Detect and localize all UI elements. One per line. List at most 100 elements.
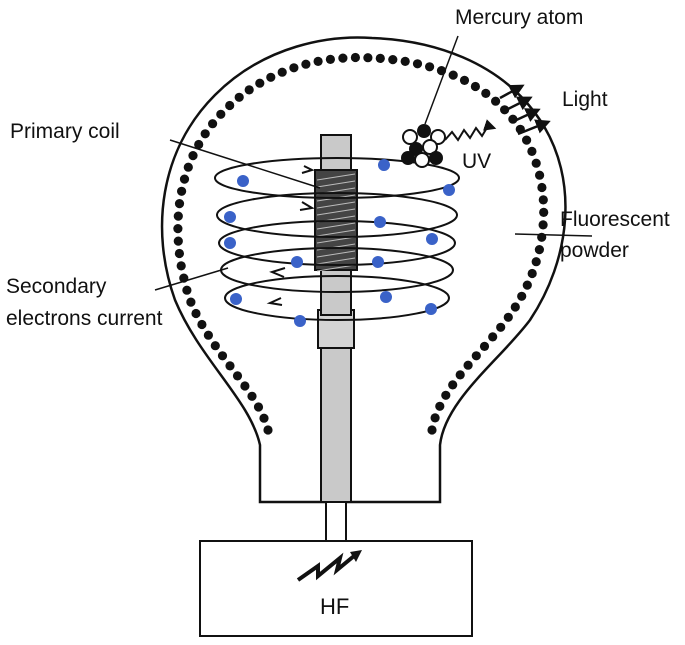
powder-dot	[535, 170, 545, 180]
electron	[443, 184, 455, 196]
powder-dot	[527, 268, 537, 279]
powder-dot	[425, 62, 435, 72]
current-loop	[214, 157, 460, 199]
electron	[291, 256, 303, 268]
powder-dot	[173, 236, 183, 246]
powder-dot	[388, 55, 398, 65]
powder-dot	[259, 413, 269, 423]
powder-dot	[459, 75, 470, 85]
powder-dot	[522, 135, 532, 145]
electron	[237, 175, 249, 187]
powder-dot	[183, 162, 193, 172]
coil-winding	[316, 173, 356, 181]
powder-dot	[247, 391, 257, 401]
powder-dot	[225, 361, 235, 371]
powder-dot	[471, 351, 481, 361]
powder-dot	[537, 182, 547, 193]
label-powder: powder	[560, 239, 629, 262]
primary-coil	[314, 169, 358, 272]
powder-dot	[197, 319, 207, 330]
powder-dot	[534, 245, 545, 255]
powder-dot	[400, 56, 410, 66]
powder-dot	[244, 85, 254, 95]
light-rays	[499, 84, 551, 136]
powder-dot	[539, 207, 549, 217]
powder-dot	[217, 351, 228, 361]
electron	[374, 216, 386, 228]
electron	[224, 211, 236, 223]
leader-lines	[154, 35, 593, 291]
powder-dot	[188, 151, 198, 161]
connector-rod	[325, 501, 347, 543]
powder-dot	[503, 312, 513, 322]
powder-dot	[481, 88, 491, 98]
powder-dot	[255, 78, 265, 88]
electron	[230, 293, 242, 305]
coil-winding	[316, 222, 356, 230]
support-stem	[320, 344, 352, 503]
powder-dot	[174, 248, 184, 259]
powder-dot	[289, 63, 299, 73]
coil-winding	[316, 180, 356, 188]
powder-dot	[177, 186, 187, 196]
powder-dot	[200, 129, 210, 139]
label-uv: UV	[462, 150, 491, 173]
powder-dot	[500, 105, 510, 115]
label-primary-coil: Primary coil	[10, 120, 120, 143]
mercury-atom	[401, 124, 446, 168]
uv-emission-arrow	[444, 119, 497, 142]
electron-dots	[224, 159, 455, 327]
bulb-outline	[160, 36, 567, 504]
powder-dot	[325, 54, 335, 64]
powder-dot	[375, 53, 385, 64]
powder-dot	[176, 261, 186, 271]
coil-winding	[316, 208, 356, 216]
powder-dot	[313, 56, 323, 66]
hf-generator-box	[199, 540, 473, 637]
powder-dot	[522, 280, 532, 290]
powder-dot	[448, 70, 458, 80]
powder-dot	[182, 285, 192, 295]
powder-dot	[173, 224, 183, 234]
powder-dot	[455, 370, 465, 380]
powder-dot	[470, 81, 480, 92]
powder-dot	[266, 72, 276, 82]
electron	[426, 233, 438, 245]
coil-winding	[316, 250, 356, 258]
label-fluorescent: Fluorescent	[560, 208, 670, 231]
powder-dot	[210, 341, 220, 351]
powder-dot	[517, 291, 527, 301]
powder-dot	[232, 371, 243, 381]
powder-dot	[216, 109, 226, 119]
hf-lightning-icon	[296, 552, 356, 582]
coil-winding	[316, 229, 356, 237]
current-direction-arrows	[266, 165, 315, 306]
powder-dot	[338, 53, 348, 63]
powder-dot	[488, 332, 498, 342]
powder-dot	[531, 257, 541, 267]
powder-dot	[538, 195, 548, 205]
electron	[378, 159, 390, 171]
label-hf: HF	[320, 594, 349, 619]
powder-dot	[174, 199, 185, 209]
powder-dot	[277, 67, 287, 77]
current-loop	[216, 192, 458, 238]
powder-dot	[173, 211, 183, 221]
powder-dot	[208, 119, 218, 129]
label-secondary: Secondary	[6, 275, 107, 298]
powder-dot	[463, 360, 473, 370]
powder-dot	[253, 402, 264, 412]
powder-dot	[448, 380, 458, 390]
label-light: Light	[562, 88, 608, 111]
powder-dot	[350, 52, 360, 63]
powder-dot	[412, 59, 423, 69]
powder-dot	[194, 139, 204, 150]
coil-winding	[316, 257, 356, 265]
powder-dot	[435, 401, 445, 411]
powder-dot	[427, 425, 437, 435]
powder-dot	[234, 92, 244, 102]
powder-dot	[186, 297, 196, 307]
powder-dot	[441, 390, 451, 400]
